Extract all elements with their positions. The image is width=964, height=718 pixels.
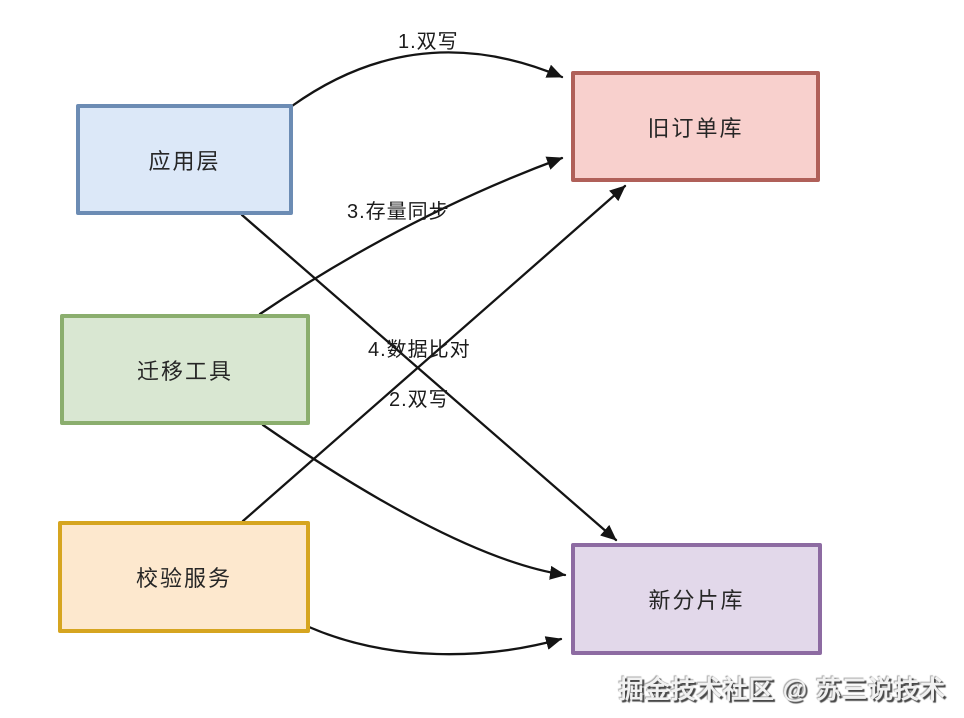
node-old-order-db: 旧订单库 bbox=[571, 71, 820, 182]
node-migration-tool: 迁移工具 bbox=[60, 314, 310, 425]
edge-label-double-write-1: 1.双写 bbox=[398, 31, 459, 53]
edge-label-double-write-2: 2.双写 bbox=[389, 389, 450, 411]
node-application-layer-label: 应用层 bbox=[148, 148, 221, 174]
edge-validation-to-newdb bbox=[307, 625, 563, 656]
edge-label-stock-sync: 3.存量同步 bbox=[347, 201, 450, 223]
node-migration-tool-label: 迁移工具 bbox=[136, 358, 233, 384]
edge-label-data-compare: 4.数据比对 bbox=[368, 339, 471, 361]
edge-validation-to-olddb bbox=[241, 184, 627, 523]
node-validation-service: 校验服务 bbox=[58, 521, 310, 633]
edge-app-to-newdb bbox=[240, 213, 618, 542]
edge-migration-to-olddb bbox=[258, 156, 564, 316]
edge-migration-to-newdb bbox=[261, 423, 567, 580]
node-old-order-db-label: 旧订单库 bbox=[647, 115, 744, 141]
edge-app-to-olddb bbox=[290, 51, 564, 108]
watermark-text: 掘金技术社区 @ 苏三说技术 bbox=[618, 676, 946, 704]
node-new-shard-db-label: 新分片库 bbox=[648, 588, 745, 613]
node-validation-service-label: 校验服务 bbox=[135, 566, 232, 591]
node-application-layer: 应用层 bbox=[76, 104, 293, 215]
node-new-shard-db: 新分片库 bbox=[571, 543, 822, 655]
